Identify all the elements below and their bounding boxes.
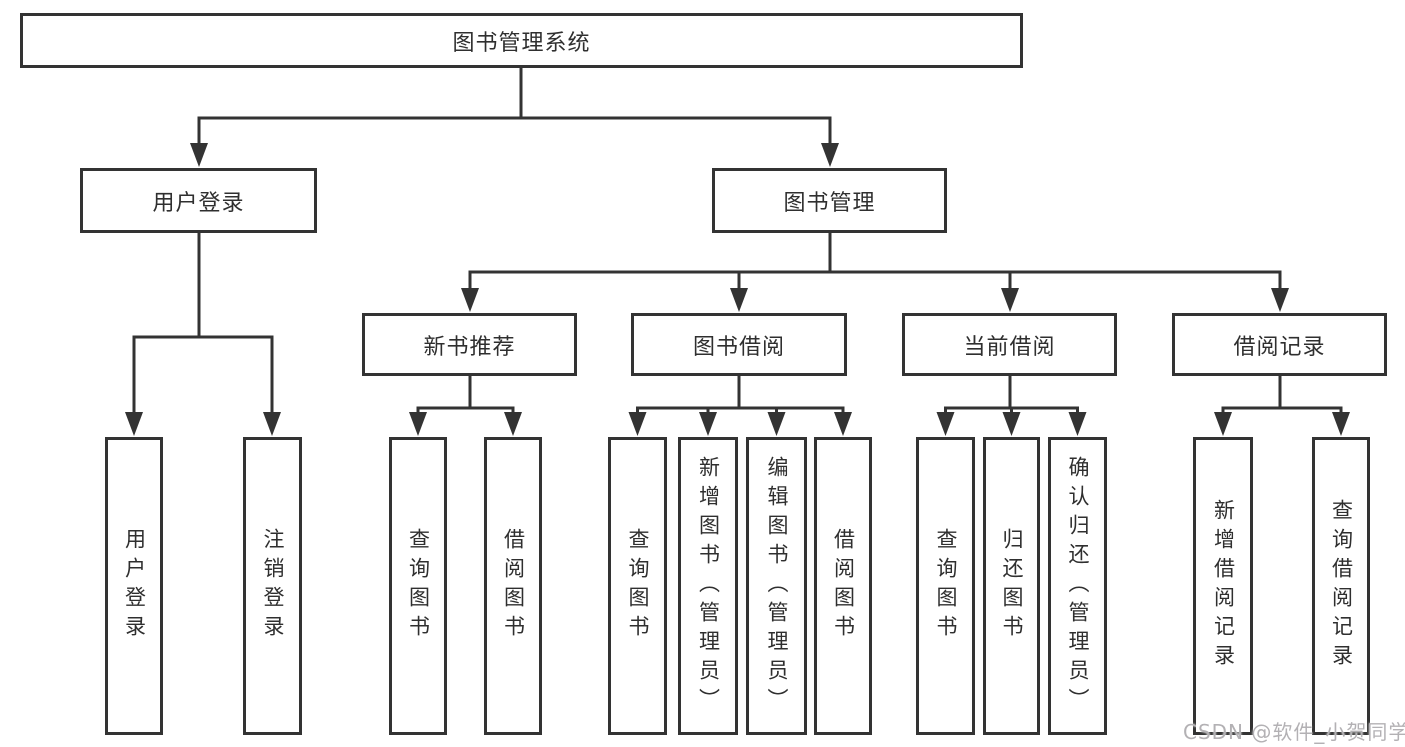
node-current-borrowing: 当前借阅	[902, 313, 1117, 376]
node-book-borrowing: 图书借阅	[631, 313, 847, 376]
leaf-records-query-record: 查询借阅记录	[1312, 437, 1370, 735]
node-user-login: 用户登录	[80, 168, 317, 233]
leaf-recommend-borrow-books: 借阅图书	[484, 437, 542, 735]
leaf-records-add-record: 新增借阅记录	[1193, 437, 1253, 735]
csdn-watermark: CSDN @软件_小贺同学	[1183, 720, 1405, 744]
leaf-recommend-query-books: 查询图书	[389, 437, 447, 735]
leaf-borrowing-add-books-admin: 新增图书（管理员）	[678, 437, 738, 735]
leaf-borrowing-query-books: 查询图书	[608, 437, 667, 735]
leaf-borrowing-borrow-books: 借阅图书	[814, 437, 872, 735]
leaf-current-return-books: 归还图书	[983, 437, 1040, 735]
node-new-book-recommend: 新书推荐	[362, 313, 577, 376]
leaf-current-confirm-return-admin: 确认归还（管理员）	[1048, 437, 1107, 735]
node-borrowing-records: 借阅记录	[1172, 313, 1387, 376]
node-book-management: 图书管理	[712, 168, 947, 233]
leaf-user-login: 用户登录	[105, 437, 163, 735]
leaf-current-query-books: 查询图书	[916, 437, 975, 735]
node-library-system: 图书管理系统	[20, 13, 1023, 68]
leaf-logout: 注销登录	[243, 437, 302, 735]
leaf-borrowing-edit-books-admin: 编辑图书（管理员）	[746, 437, 807, 735]
